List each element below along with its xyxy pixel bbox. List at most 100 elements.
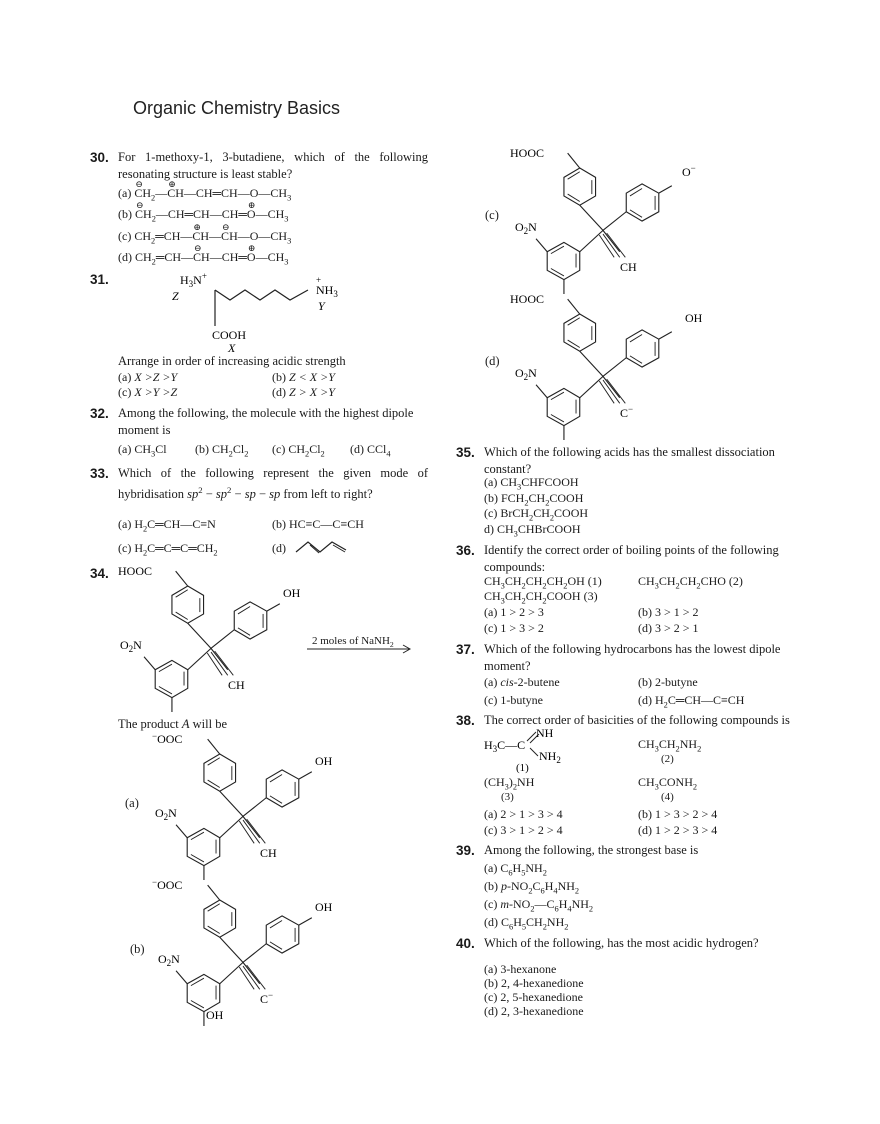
svg-text:HOOC: HOOC: [510, 292, 544, 306]
svg-text:CH: CH: [260, 846, 277, 860]
svg-text:−OOC: −OOC: [152, 877, 182, 892]
question-number: 36.: [456, 543, 475, 558]
svg-text:Y: Y: [318, 299, 326, 313]
lysine-structure: H3N+ Z NH3 + Y COOH X: [172, 271, 338, 355]
option-c: (c) BrCH2CH2COOH: [484, 506, 589, 523]
butadiene-structure: [295, 541, 347, 554]
svg-text:OH: OH: [283, 586, 301, 600]
option-c: (c) CH2═CH—C⊕H—C⊖H—O—CH3: [118, 222, 292, 246]
reagent-label: 2 moles of NaNH2: [312, 635, 394, 650]
question-text: Which of the following acids has the sma…: [484, 445, 775, 476]
option-c: (c) X >Y >Z: [118, 385, 178, 399]
svg-text:O2N: O2N: [120, 638, 142, 654]
svg-text:OH: OH: [206, 1008, 224, 1022]
option-d: (d): [272, 541, 286, 555]
option-c: (c) 2, 5-hexanedione: [484, 990, 583, 1004]
svg-text:HOOC: HOOC: [510, 146, 544, 160]
compound-2: CH3CH2CH2CHO (2): [638, 574, 743, 591]
svg-text:NH: NH: [536, 726, 554, 740]
option-b: (b) CH2Cl2: [195, 442, 249, 459]
option-c: (c) 3 > 1 > 2 > 4: [484, 823, 563, 837]
question-text: The correct order of basicities of the f…: [484, 713, 790, 727]
svg-text:+: +: [316, 275, 321, 285]
option-b: (b) 2-butyne: [638, 675, 698, 689]
svg-text:H3C—C: H3C—C: [484, 738, 525, 754]
option-b: (b) C⊖H2—CH═CH—CH═O⊕—CH3: [118, 200, 289, 224]
option-b: (b) p-NO2C6H4NH2: [484, 879, 580, 896]
compound-3: CH3CH2CH2COOH (3): [484, 589, 598, 606]
reactant-structure: HOOC OH O2N CH OH: [118, 564, 301, 712]
option-a: (a) C6H5NH2: [484, 861, 547, 878]
question-text: The product A will be: [118, 717, 228, 731]
option-d: d) CH3CHBrCOOH: [484, 522, 581, 539]
option-d: (d) 1 > 2 > 3 > 4: [638, 823, 718, 837]
svg-text:C−: C−: [260, 990, 273, 1006]
question-text: Arrange in order of increasing acidic st…: [118, 354, 346, 368]
svg-text:O2N: O2N: [515, 366, 537, 382]
option-b: (b): [130, 942, 145, 956]
question-number: 30.: [90, 150, 109, 165]
acetamidine-structure: H3C—C NH NH2 (1): [484, 726, 561, 774]
compound-2: CH3CH2NH2: [638, 737, 702, 754]
option-d: (d) 3 > 2 > 1: [638, 621, 699, 635]
option-c: (c) 1 > 3 > 2: [484, 621, 544, 635]
option-d-structure: HOOC OH O2N C− O−: [510, 292, 703, 440]
option-a: (a) C⊖H2—C⊕H—CH═CH—O—CH3: [118, 179, 292, 203]
question-text: Identify the correct order of boiling po…: [484, 543, 779, 574]
question-text: Among the following, the molecule with t…: [118, 406, 414, 437]
option-b: (b) 2, 4-hexanedione: [484, 976, 584, 990]
question-text: Which of the following hydrocarbons has …: [484, 642, 781, 673]
svg-text:H3N+: H3N+: [180, 271, 207, 289]
question-number: 38.: [456, 713, 475, 728]
svg-text:OH: OH: [685, 311, 703, 325]
svg-text:COOH: COOH: [212, 328, 246, 342]
option-d: (d) H2C═CH—C≡CH: [638, 693, 745, 710]
compound-4: CH3CONH2: [638, 775, 698, 792]
question-text: Among the following, the strongest base …: [484, 843, 699, 857]
compound-1: CH3CH2CH2CH2OH (1): [484, 574, 602, 591]
svg-text:O2N: O2N: [515, 220, 537, 236]
svg-text:(1): (1): [516, 762, 529, 774]
question-number: 32.: [90, 406, 109, 421]
svg-text:−OOC: −OOC: [152, 731, 182, 746]
question-text: Which of the following represent the giv…: [118, 466, 428, 502]
option-b: (b) 3 > 1 > 2: [638, 605, 699, 619]
svg-text:O2N: O2N: [155, 806, 177, 822]
page-title: Organic Chemistry Basics: [133, 98, 341, 118]
compound-number: (2): [661, 753, 674, 765]
option-a: (a) 2 > 1 > 3 > 4: [484, 807, 563, 821]
option-a: (a) H2C═CH—C≡N: [118, 517, 216, 534]
svg-text:CH: CH: [620, 260, 637, 274]
option-d: (d) C6H5CH2NH2: [484, 915, 569, 932]
question-number: 35.: [456, 445, 475, 460]
option-c: (c) m-NO2—C6H4NH2: [484, 897, 594, 914]
compound-3: (CH3)2NH: [484, 775, 535, 792]
option-c: (c): [485, 208, 499, 222]
option-d: (d) Z > X >Y: [272, 385, 335, 399]
compound-number: (3): [501, 791, 514, 803]
svg-text:HOOC: HOOC: [118, 564, 152, 578]
option-d: (d): [485, 354, 500, 368]
option-a: (a) CH3CHFCOOH: [484, 475, 579, 492]
compound-number: (4): [661, 791, 674, 803]
option-d: (d) 2, 3-hexanedione: [484, 1004, 584, 1018]
option-b: (b) FCH2CH2COOH: [484, 491, 584, 508]
question-number: 34.: [90, 566, 109, 581]
option-a: (a): [125, 796, 139, 810]
svg-text:Z: Z: [172, 289, 179, 303]
question-number: 33.: [90, 466, 109, 481]
question-number: 31.: [90, 272, 109, 287]
svg-text:C−: C−: [620, 404, 633, 420]
option-a: (a) X >Z >Y: [118, 370, 178, 384]
question-number: 37.: [456, 642, 475, 657]
svg-text:NH3: NH3: [316, 283, 338, 299]
option-a: (a) 3-hexanone: [484, 962, 557, 976]
question-number: 39.: [456, 843, 475, 858]
reaction-arrow: [307, 644, 412, 654]
option-b: (b) 1 > 3 > 2 > 4: [638, 807, 718, 821]
option-d: (d) CH2═CH—C⊖H—CH═O⊕—CH3: [118, 243, 289, 267]
option-c: (c) 1-butyne: [484, 693, 543, 707]
question-text: Which of the following, has the most aci…: [484, 936, 759, 950]
option-b-structure: −OOC OH O2N C− OH: [152, 877, 333, 1026]
